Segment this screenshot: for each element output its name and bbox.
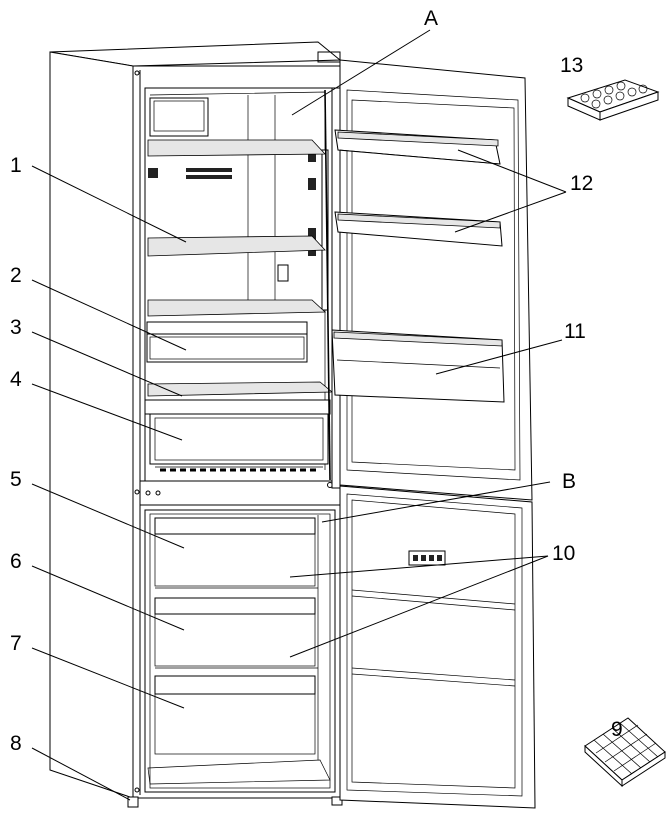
fridge-compartment [144, 87, 336, 482]
freezer-compartment [144, 509, 336, 793]
label-a: A [424, 7, 438, 30]
label-5: 5 [10, 468, 22, 491]
label-9: 9 [611, 718, 623, 741]
fridge-door [324, 59, 533, 501]
label-8: 8 [10, 732, 22, 755]
label-13: 13 [560, 54, 583, 77]
leader-lines [31, 29, 567, 801]
label-b: B [562, 470, 576, 493]
label-3: 3 [10, 316, 22, 339]
label-11: 11 [564, 320, 586, 343]
label-7: 7 [10, 632, 22, 655]
label-10: 10 [552, 542, 575, 565]
label-12: 12 [570, 172, 593, 195]
label-1: 1 [10, 154, 22, 177]
part-labels: A 1 2 3 4 5 6 7 8 13 12 11 B 10 9 [10, 7, 623, 755]
freezer-door [339, 485, 536, 809]
egg-tray-13 [566, 79, 660, 121]
label-2: 2 [10, 264, 22, 287]
compartment-divider [139, 480, 341, 506]
label-6: 6 [10, 550, 22, 573]
label-4: 4 [10, 368, 22, 391]
ice-tray-9 [584, 717, 666, 788]
